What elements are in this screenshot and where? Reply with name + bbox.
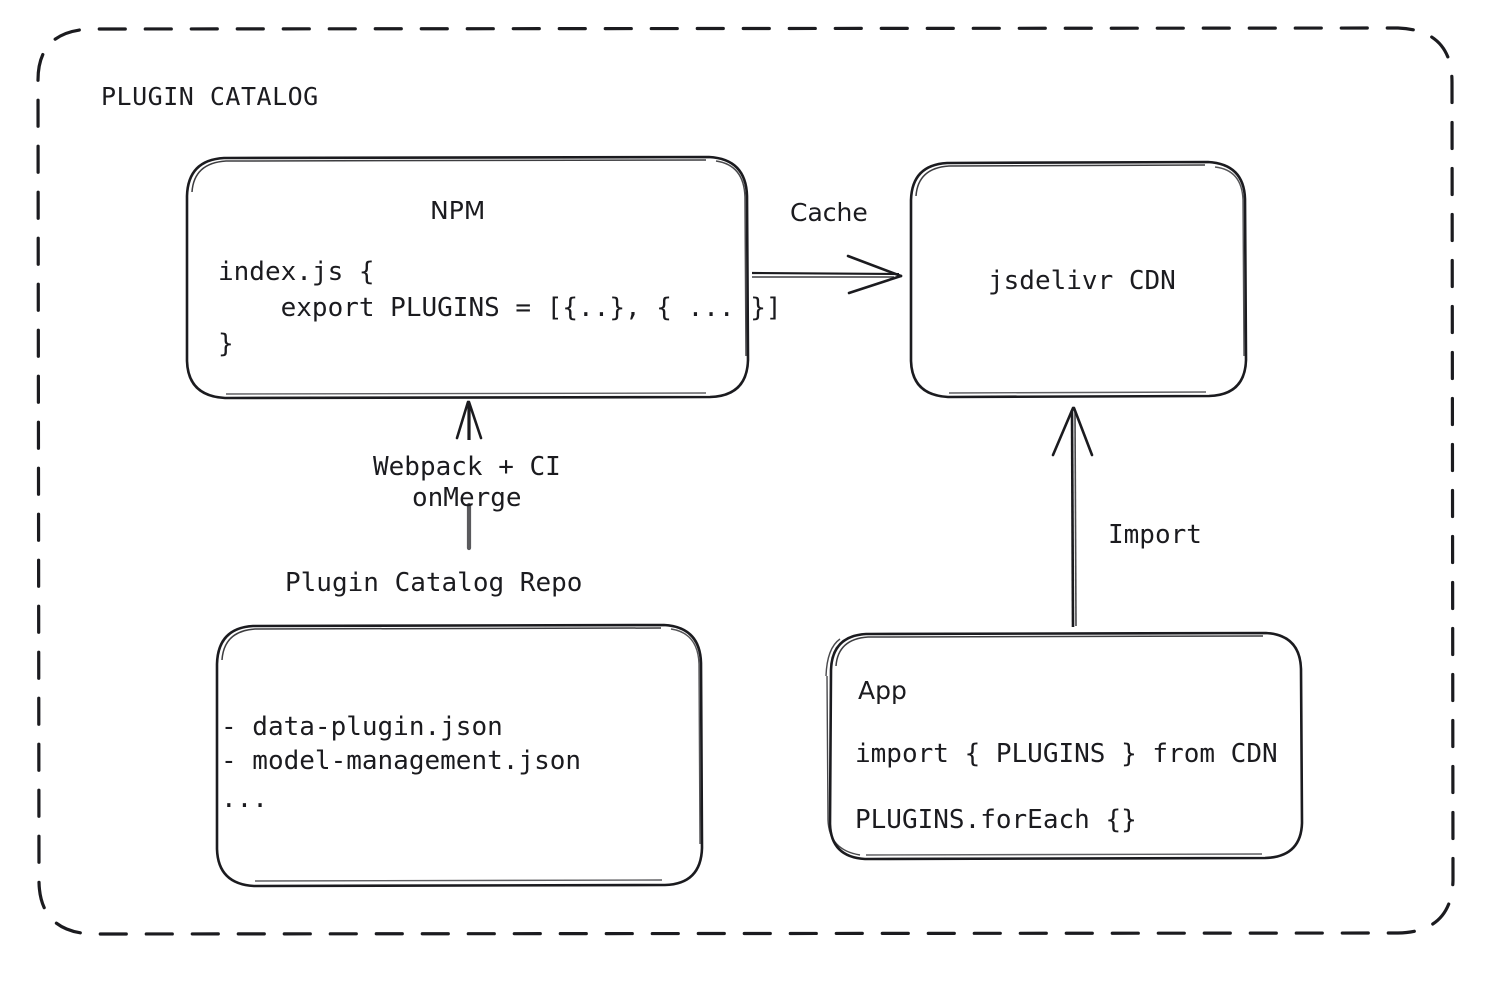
repo-node-caption: Plugin Catalog Repo bbox=[285, 568, 583, 598]
edge-app-to-cdn bbox=[1051, 406, 1094, 628]
repo-file-line-3: ... bbox=[221, 784, 268, 814]
app-code-line-1: import { PLUGINS } from CDN bbox=[855, 739, 1278, 769]
group-title: PLUGIN CATALOG bbox=[101, 82, 319, 111]
npm-node-title: NPM bbox=[430, 196, 486, 225]
npm-code-line-2: export PLUGINS = [{..}, { ... }] bbox=[218, 293, 782, 323]
edge-label-webpack-ci: Webpack + CI bbox=[373, 452, 561, 482]
repo-file-line-2: - model-management.json bbox=[221, 746, 582, 776]
app-code-line-2: PLUGINS.forEach {} bbox=[855, 805, 1137, 835]
edge-label-onmerge: onMerge bbox=[412, 483, 522, 513]
repo-file-line-1: - data-plugin.json bbox=[221, 712, 503, 742]
npm-code-line-1: index.js { bbox=[218, 257, 375, 287]
edge-label-cache: Cache bbox=[790, 198, 868, 227]
cdn-node-title: jsdelivr CDN bbox=[988, 266, 1176, 296]
edge-npm-to-cdn bbox=[751, 254, 903, 295]
app-node-title: App bbox=[858, 676, 907, 705]
edge-label-import: Import bbox=[1108, 520, 1202, 550]
npm-code-line-3: } bbox=[218, 329, 234, 359]
